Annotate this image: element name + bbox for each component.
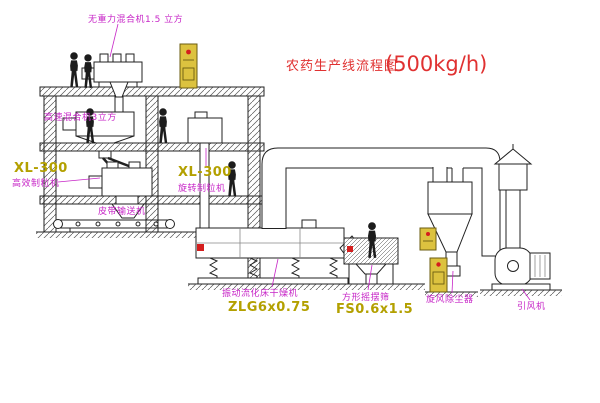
panel-indicator-light bbox=[426, 232, 430, 236]
label-granulator-left-name: 高效制粒机 bbox=[12, 177, 60, 189]
induced-draft-fan bbox=[491, 247, 551, 291]
spring-supports bbox=[208, 257, 339, 278]
drawing-title-capacity: (500kg/h) bbox=[385, 52, 487, 76]
label-cyclone: 旋风除尘器 bbox=[426, 293, 474, 305]
label-dryer-model: ZLG6x0.75 bbox=[228, 300, 310, 315]
exhaust-ductwork bbox=[261, 147, 501, 257]
exhaust-stack bbox=[493, 144, 533, 251]
text-labels: 无重力混合机1.5 立方 高速混合机3立方 XL-300 高效制粒机 XL-30… bbox=[12, 13, 546, 317]
panel-indicator-light bbox=[186, 49, 191, 55]
control-panel-roof bbox=[179, 43, 198, 89]
belt-conveyor bbox=[53, 219, 175, 232]
cyclone-dust-collector bbox=[427, 166, 473, 277]
label-granulator-mid-model: XL-300 bbox=[178, 165, 232, 180]
building-structure bbox=[36, 86, 562, 297]
dryer-indicator bbox=[197, 244, 204, 251]
label-fan: 引风机 bbox=[517, 300, 546, 312]
granulator-left bbox=[88, 161, 153, 219]
label-high-speed-mixer: 高速混合机3立方 bbox=[44, 111, 117, 123]
label-dryer-name: 振动流化床干燥机 bbox=[222, 287, 298, 299]
drawing-title: 农药生产线流程图 bbox=[286, 59, 398, 74]
label-granulator-mid-name: 旋转制粒机 bbox=[178, 182, 226, 194]
control-panel-duct bbox=[419, 227, 437, 251]
control-panel-ground bbox=[429, 257, 448, 293]
high-speed-mixer bbox=[62, 111, 135, 170]
label-sieve-model: FS0.6x1.5 bbox=[336, 302, 413, 317]
sieve-indicator bbox=[347, 246, 353, 252]
rain-cap bbox=[493, 148, 533, 165]
panel-indicator-light bbox=[436, 262, 441, 267]
label-leader-lines bbox=[57, 23, 531, 301]
rotary-granulator bbox=[187, 111, 223, 229]
label-sieve-name: 方形摇摆筛 bbox=[342, 291, 390, 303]
label-gravity-free-mixer: 无重力混合机1.5 立方 bbox=[88, 13, 183, 25]
label-granulator-left-model: XL-300 bbox=[14, 161, 68, 176]
label-belt-conveyor: 皮带输送机 bbox=[98, 205, 146, 217]
